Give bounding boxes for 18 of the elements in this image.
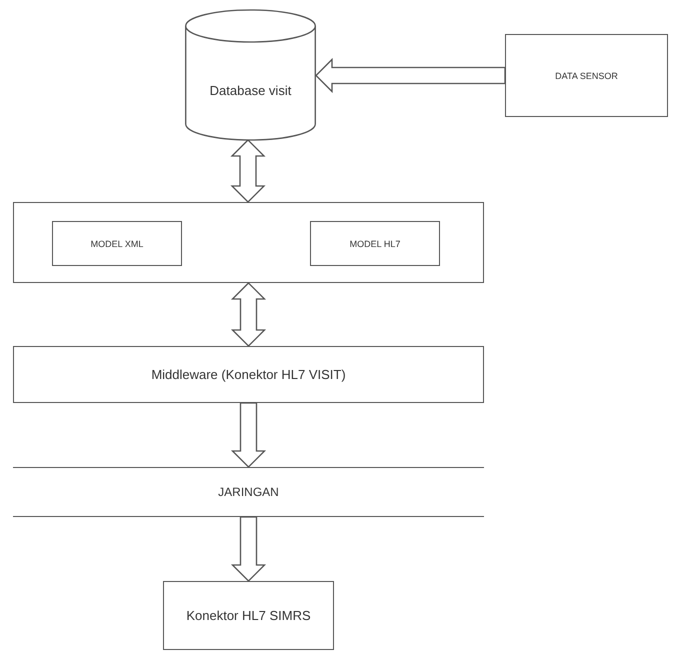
node-label: Middleware (Konektor HL7 VISIT) <box>151 367 346 382</box>
block-arrow <box>230 402 266 468</box>
block-arrow <box>230 282 266 347</box>
network-band <box>13 467 484 517</box>
node-label: MODEL HL7 <box>350 238 400 248</box>
node-label: JARINGAN <box>218 485 279 499</box>
process-box <box>13 346 484 403</box>
process-box <box>52 221 182 266</box>
node-label: DATA SENSOR <box>555 70 618 80</box>
process-box <box>163 581 334 650</box>
block-arrow <box>230 139 266 203</box>
block-arrow <box>230 516 266 582</box>
container-box <box>13 202 484 283</box>
process-box <box>505 34 668 117</box>
process-box <box>310 221 440 266</box>
block-arrow <box>315 58 506 94</box>
node-label: Konektor HL7 SIMRS <box>186 608 311 623</box>
node-label: MODEL XML <box>90 238 144 248</box>
